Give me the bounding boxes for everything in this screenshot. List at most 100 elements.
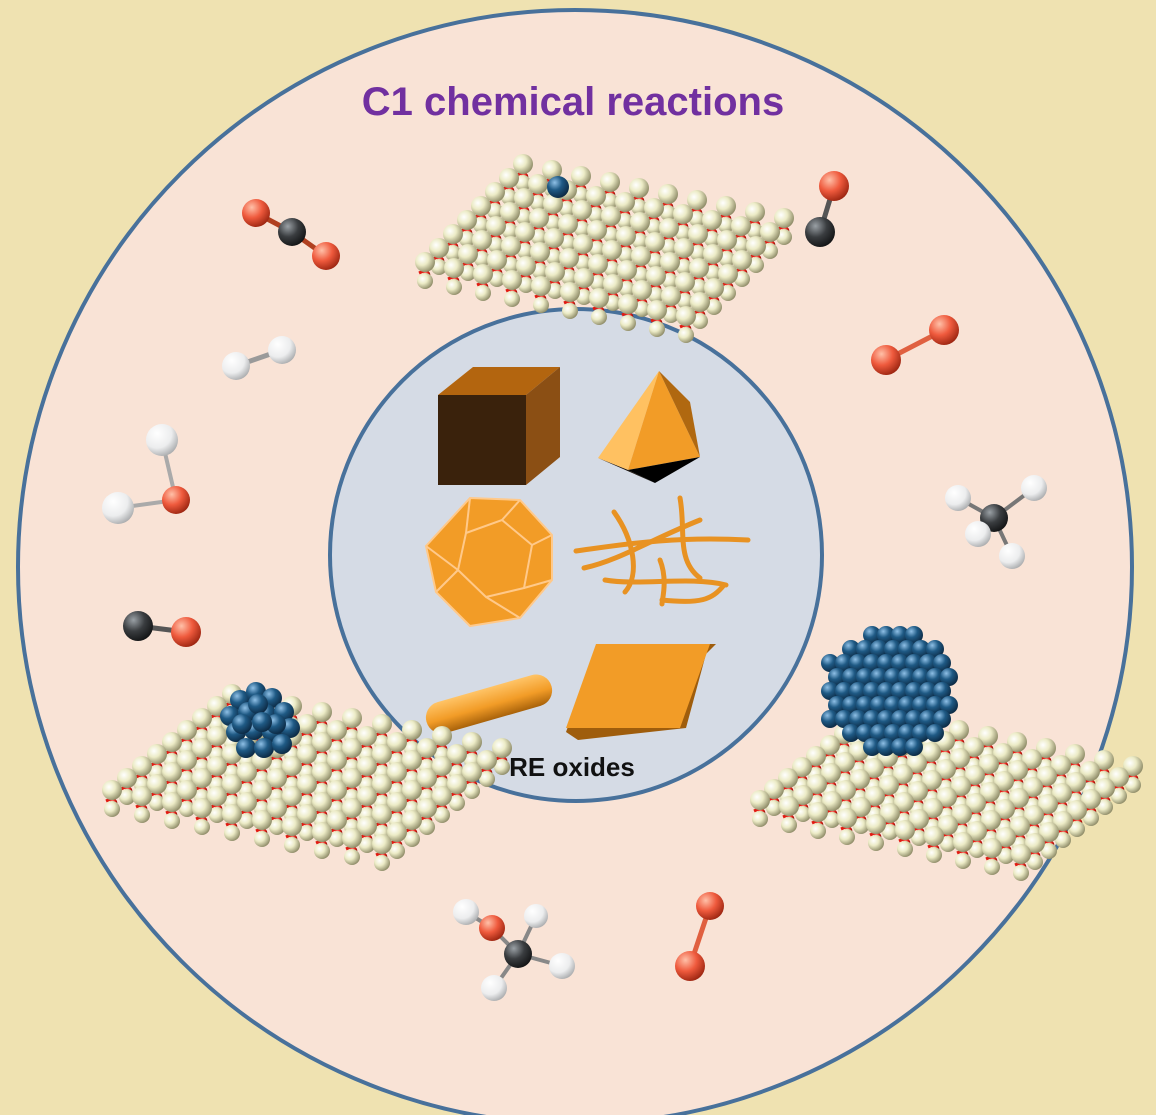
metal-atom <box>835 710 853 728</box>
support-atom <box>1041 843 1057 859</box>
metal-atom <box>236 738 256 758</box>
support-atom <box>893 764 913 784</box>
support-atom <box>810 823 826 839</box>
support-atom <box>571 166 591 186</box>
support-atom <box>746 236 766 256</box>
support-atom <box>164 813 180 829</box>
support-atom <box>615 192 635 212</box>
support-atom <box>444 258 464 278</box>
metal-atom <box>919 654 937 672</box>
support-atom <box>601 206 621 226</box>
support-atom <box>252 810 272 830</box>
support-atom <box>547 283 563 299</box>
support-atom <box>952 804 972 824</box>
support-atom <box>237 792 257 812</box>
support-atom <box>895 820 915 840</box>
support-atom <box>1038 794 1058 814</box>
oxygen-atom <box>162 486 190 514</box>
support-atom <box>702 210 722 230</box>
support-atom <box>372 804 392 824</box>
support-atom <box>1111 788 1127 804</box>
support-atom <box>462 732 482 752</box>
support-atom <box>558 214 578 234</box>
support-atom <box>588 207 604 223</box>
support-atom <box>616 226 636 246</box>
support-atom <box>514 188 534 208</box>
support-atom <box>619 281 635 297</box>
support-atom <box>745 202 765 222</box>
support-atom <box>312 792 332 812</box>
h2o-molecule <box>102 424 190 524</box>
support-atom <box>806 746 826 766</box>
support-atom <box>224 825 240 841</box>
support-atom <box>747 223 763 239</box>
support-atom <box>691 279 707 295</box>
metal-atom <box>254 738 274 758</box>
support-atom <box>949 720 969 740</box>
carbon-atom <box>805 217 835 247</box>
support-atom <box>955 853 971 869</box>
support-atom <box>561 269 577 285</box>
support-atom <box>372 774 392 794</box>
oxygen-atom <box>171 617 201 647</box>
support-atom <box>545 262 565 282</box>
support-atom <box>752 811 768 827</box>
support-atom <box>147 744 167 764</box>
support-atom <box>574 268 594 288</box>
support-atom <box>132 756 152 776</box>
hydrogen-atom <box>965 521 991 547</box>
support-atom <box>690 292 710 312</box>
support-atom <box>995 799 1015 819</box>
center-label: RE oxides <box>509 752 635 782</box>
metal-atom <box>905 654 923 672</box>
support-atom <box>911 830 927 846</box>
support-atom <box>545 215 561 231</box>
support-atom <box>676 259 692 275</box>
oxygen-atom <box>696 892 724 920</box>
support-atom <box>387 822 407 842</box>
support-atom <box>589 288 609 308</box>
support-atom <box>1081 789 1101 809</box>
support-atom <box>429 238 449 258</box>
support-atom <box>964 737 984 757</box>
support-atom <box>716 196 736 216</box>
support-atom <box>662 273 678 289</box>
support-atom <box>516 209 532 225</box>
support-atom <box>1008 760 1028 780</box>
support-atom <box>576 289 592 305</box>
support-atom <box>487 250 507 270</box>
support-atom <box>602 193 618 209</box>
support-atom <box>473 217 489 233</box>
ch3oh-molecule <box>453 899 575 1001</box>
support-atom <box>372 834 392 854</box>
support-atom <box>532 263 548 279</box>
metal-atom <box>933 710 951 728</box>
support-atom <box>720 285 736 301</box>
metal-atom <box>870 640 888 658</box>
support-atom <box>850 769 870 789</box>
oxygen-atom <box>675 951 705 981</box>
support-atom <box>1051 755 1071 775</box>
support-atom <box>821 763 841 783</box>
support-atom <box>658 184 678 204</box>
support-atom <box>618 294 638 314</box>
metal-atom <box>926 668 944 686</box>
metal-atom <box>821 710 839 728</box>
support-atom <box>573 234 593 254</box>
support-atom <box>446 279 462 295</box>
support-atom <box>543 194 563 214</box>
support-atom <box>462 762 482 782</box>
oxygen-atom <box>312 242 340 270</box>
support-atom <box>703 244 723 264</box>
octahedron-shape <box>598 371 700 483</box>
support-atom <box>372 744 392 764</box>
support-atom <box>936 759 956 779</box>
metal-atom <box>884 696 902 714</box>
metal-atom <box>547 176 569 198</box>
metal-atom <box>891 682 909 700</box>
support-atom <box>924 826 944 846</box>
support-atom <box>647 253 663 269</box>
support-atom <box>473 264 493 284</box>
support-atom <box>402 810 422 830</box>
support-atom <box>993 743 1013 763</box>
